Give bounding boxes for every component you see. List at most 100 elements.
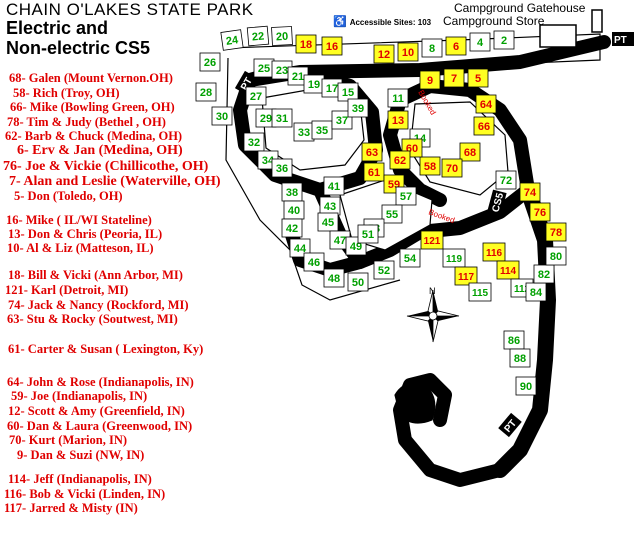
campsite-20[interactable]: 20 (271, 26, 293, 46)
campsite-number: 45 (322, 217, 334, 229)
campsite-2[interactable]: 2 (493, 30, 515, 50)
campsite-63[interactable]: 63 (361, 142, 383, 162)
campsite-number: 42 (286, 223, 298, 235)
campsite-4[interactable]: 4 (469, 32, 491, 52)
campsite-number: 37 (336, 115, 348, 127)
campsite-36[interactable]: 36 (271, 158, 293, 178)
campsite-25[interactable]: 25 (253, 58, 275, 78)
campsite-57[interactable]: 57 (395, 186, 417, 206)
campsite-70[interactable]: 70 (441, 158, 463, 178)
campsite-64[interactable]: 64 (475, 94, 497, 114)
campsite-6[interactable]: 6 (445, 36, 467, 56)
campsite-115[interactable]: 115 (468, 282, 492, 302)
campsite-29[interactable]: 29 (255, 108, 277, 128)
campsite-pad (199, 52, 221, 72)
campsite-62[interactable]: 62 (389, 150, 411, 170)
campsite-37[interactable]: 37 (331, 110, 353, 130)
campsite-46[interactable]: 46 (303, 252, 325, 272)
campsite-pad (303, 252, 325, 272)
campsite-121[interactable]: 121 (420, 230, 444, 250)
gatehouse-label: Campground Gatehouse (454, 1, 586, 15)
campsite-number: 18 (300, 39, 312, 51)
campsite-80[interactable]: 80 (545, 246, 567, 266)
campsite-19[interactable]: 19 (303, 74, 325, 94)
campsite-51[interactable]: 51 (357, 224, 379, 244)
campsite-number: 55 (386, 209, 398, 221)
campsite-12[interactable]: 12 (373, 44, 395, 64)
campsite-number: 10 (402, 47, 414, 59)
campsite-pad (373, 260, 395, 280)
campsite-50[interactable]: 50 (347, 272, 369, 292)
campsite-41[interactable]: 41 (323, 176, 345, 196)
campsite-31[interactable]: 31 (271, 108, 293, 128)
campsite-number: 35 (316, 125, 328, 137)
campsite-30[interactable]: 30 (211, 106, 233, 126)
campsite-55[interactable]: 55 (381, 204, 403, 224)
campsite-10[interactable]: 10 (397, 42, 419, 62)
campsite-17[interactable]: 17 (321, 78, 343, 98)
campsite-90[interactable]: 90 (515, 376, 537, 396)
campsite-117[interactable]: 117 (454, 266, 478, 286)
campsite-22[interactable]: 22 (246, 25, 270, 47)
campsite-number: 27 (250, 91, 262, 103)
campsite-86[interactable]: 86 (503, 330, 525, 350)
campsite-number: 51 (362, 229, 374, 241)
campsite-23[interactable]: 23 (271, 60, 293, 80)
campsite-5[interactable]: 5 (467, 68, 489, 88)
campsite-pad (459, 142, 481, 162)
campsite-pad (281, 218, 303, 238)
campsite-42[interactable]: 42 (281, 218, 303, 238)
campsite-39[interactable]: 39 (347, 98, 369, 118)
campsite-number: 30 (216, 111, 228, 123)
registrant-entry: 18- Bill & Vicki (Ann Arbor, MI) (8, 268, 183, 282)
campsite-66[interactable]: 66 (473, 116, 495, 136)
campsite-78[interactable]: 78 (545, 222, 567, 242)
campsite-pad (361, 142, 383, 162)
campsite-7[interactable]: 7 (443, 68, 465, 88)
campsite-52[interactable]: 52 (373, 260, 395, 280)
campsite-number: 41 (328, 181, 340, 193)
campsite-43[interactable]: 43 (319, 196, 341, 216)
campsite-32[interactable]: 32 (243, 132, 265, 152)
registrant-entry: 58- Rich (Troy, OH) (13, 86, 120, 100)
campsite-68[interactable]: 68 (459, 142, 481, 162)
cs5-label: CS5 (491, 191, 507, 213)
campsite-33[interactable]: 33 (293, 122, 315, 142)
campsite-116[interactable]: 116 (482, 242, 506, 262)
campsite-26[interactable]: 26 (199, 52, 221, 72)
campsite-pad (475, 94, 497, 114)
campsite-number: 44 (294, 243, 307, 255)
campsite-45[interactable]: 45 (317, 212, 339, 232)
campsite-28[interactable]: 28 (195, 82, 217, 102)
campsite-24[interactable]: 24 (220, 29, 244, 51)
campsite-74[interactable]: 74 (519, 182, 541, 202)
campsite-9[interactable]: 9 (419, 70, 441, 90)
campsite-13[interactable]: 13 (387, 110, 409, 130)
campsite-54[interactable]: 54 (399, 248, 421, 268)
campsite-58[interactable]: 58 (419, 156, 441, 176)
campsite-35[interactable]: 35 (311, 120, 333, 140)
campsite-84[interactable]: 84 (525, 282, 547, 302)
campsite-number: 8 (429, 43, 435, 55)
campsite-114[interactable]: 114 (496, 260, 520, 280)
campsite-82[interactable]: 82 (533, 264, 555, 284)
campsite-number: 63 (366, 147, 378, 159)
campsite-27[interactable]: 27 (245, 86, 267, 106)
campsite-16[interactable]: 16 (321, 36, 343, 56)
campsite-119[interactable]: 119 (442, 248, 466, 268)
campsite-number: 16 (326, 41, 338, 53)
campsite-11[interactable]: 11 (387, 88, 409, 108)
campsite-8[interactable]: 8 (421, 38, 443, 58)
campsite-88[interactable]: 88 (509, 348, 531, 368)
campsite-44[interactable]: 44 (289, 238, 311, 258)
campsite-18[interactable]: 18 (295, 34, 317, 54)
campsite-pad (445, 36, 467, 56)
campsite-48[interactable]: 48 (323, 268, 345, 288)
campsite-40[interactable]: 40 (283, 200, 305, 220)
campsite-72[interactable]: 72 (495, 170, 517, 190)
campsite-61[interactable]: 61 (363, 162, 385, 182)
campsite-76[interactable]: 76 (529, 202, 551, 222)
campsite-38[interactable]: 38 (281, 182, 303, 202)
campsite-number: 20 (276, 31, 289, 44)
campsite-15[interactable]: 15 (337, 82, 359, 102)
